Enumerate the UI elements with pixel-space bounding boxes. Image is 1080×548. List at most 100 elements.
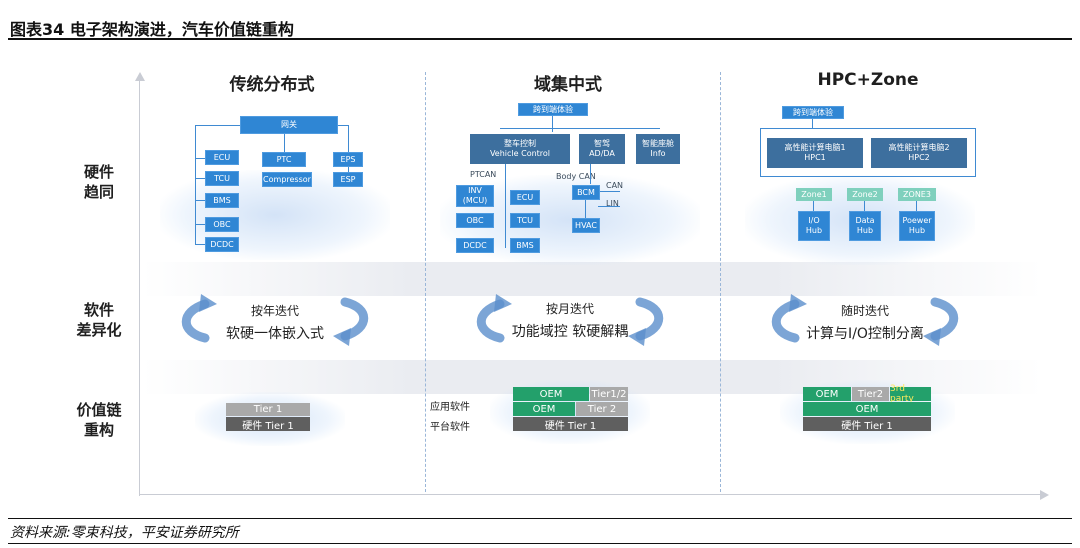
figure-title: 图表34 电子架构演进，汽车价值链重构 <box>10 20 294 39</box>
stack-label-app: 应用软件 <box>430 402 470 413</box>
lin-label: LIN <box>606 199 619 208</box>
connector <box>500 128 660 129</box>
tcu-box: TCU <box>205 171 239 186</box>
tier-domain-oem-app: OEM <box>513 387 589 401</box>
row-label-software: 软件差异化 <box>76 301 122 339</box>
connector <box>975 128 976 176</box>
tier-hpc-tier2: Tier2 <box>852 387 889 401</box>
y-axis-arrow <box>135 72 145 81</box>
column-divider-2 <box>720 72 721 492</box>
connector <box>195 224 205 225</box>
esp-box: ESP <box>333 172 363 187</box>
bodycan-label: Body CAN <box>556 172 596 181</box>
tier-domain-hardware: 硬件 Tier 1 <box>513 417 628 432</box>
connector <box>195 178 205 179</box>
connector <box>813 201 814 211</box>
source-note: 资料来源:零束科技，平安证券研究所 <box>10 525 239 541</box>
x-axis <box>139 494 1044 495</box>
hpc-top-box: 跨到端体验 <box>782 106 844 119</box>
tier-hpc-oem: OEM <box>803 387 851 401</box>
bms-box: BMS <box>510 238 540 253</box>
ptc-box: PTC <box>262 152 306 167</box>
tier-hpc-3rd-party: 3rd party <box>890 384 931 404</box>
y-axis <box>139 78 140 496</box>
can-label: CAN <box>606 181 624 190</box>
stack-label-platform: 平台软件 <box>430 422 470 433</box>
connector <box>585 199 586 219</box>
connector <box>284 134 285 152</box>
connector <box>195 125 240 126</box>
gateway-box: 网关 <box>240 116 338 134</box>
connector <box>505 164 506 248</box>
domain-top-box: 跨到端体验 <box>518 103 588 116</box>
software-mode-distributed: 软硬一体嵌入式 <box>226 326 324 342</box>
eps-box: EPS <box>333 152 363 167</box>
connector <box>195 200 205 201</box>
ecu-box: ECU <box>205 150 239 165</box>
bcm-box: BCM <box>572 185 600 200</box>
title-rule <box>8 14 1072 40</box>
band-hardware-software <box>142 262 1042 296</box>
source-rule-bottom <box>8 543 1072 544</box>
software-cadence-distributed: 按年迭代 <box>250 304 299 318</box>
connector <box>598 191 620 192</box>
obc-box: OBC <box>456 213 494 228</box>
connector <box>195 244 205 245</box>
hvac-box: HVAC <box>572 218 600 233</box>
connector <box>916 201 917 211</box>
x-axis-arrow <box>1040 490 1049 500</box>
connector <box>864 201 865 211</box>
column-title-distributed: 传统分布式 <box>229 75 315 95</box>
connector <box>812 119 813 128</box>
tier-distributed-top: Tier 1 <box>226 403 310 416</box>
ptcan-label: PTCAN <box>470 170 497 179</box>
bms-box: BMS <box>205 193 239 208</box>
column-divider-1 <box>425 72 426 492</box>
connector <box>598 206 620 207</box>
dcdc-box: DCDC <box>456 238 494 253</box>
zone1-box: Zone1 <box>796 188 832 201</box>
zone2-box: Zone2 <box>847 188 883 201</box>
zone3-box: ZONE3 <box>898 188 936 201</box>
dcdc-box: DCDC <box>205 237 239 252</box>
compressor-box: Compressor <box>262 172 312 187</box>
tier-distributed-hardware: 硬件 Tier 1 <box>226 417 310 432</box>
column-title-hpc-zone: HPC+Zone <box>817 70 919 90</box>
connector <box>195 125 196 245</box>
cycle-arrows-domain <box>476 294 664 346</box>
connector <box>338 125 348 126</box>
cycle-arrows-distributed <box>181 294 369 346</box>
connector <box>195 158 205 159</box>
connector <box>760 128 761 176</box>
connector <box>552 116 553 132</box>
connector <box>590 164 591 184</box>
row-label-hardware: 硬件趋同 <box>83 163 114 201</box>
software-mode-hpc: 计算与I/O控制分离 <box>806 326 924 342</box>
tier-domain-oem-platform: OEM <box>513 402 575 416</box>
column-title-domain: 域集中式 <box>534 75 602 95</box>
obc-box: OBC <box>205 217 239 232</box>
software-cadence-domain: 按月迭代 <box>545 302 594 316</box>
row-label-value-chain: 价值链重构 <box>76 401 122 439</box>
inv-mcu-box: INV (MCU) <box>456 185 494 207</box>
tier-domain-tier12: Tier1/2 <box>590 387 628 401</box>
cycle-arrows-hpc <box>771 294 959 346</box>
tier-domain-tier2: Tier 2 <box>576 402 628 416</box>
tier-hpc-oem-full: OEM <box>803 402 931 416</box>
source-rule-top <box>8 518 1072 519</box>
connector <box>760 128 976 129</box>
tcu-box: TCU <box>510 213 540 228</box>
ecu-box: ECU <box>510 190 540 205</box>
software-cadence-hpc: 随时迭代 <box>840 304 889 318</box>
connector <box>760 176 976 177</box>
software-mode-domain: 功能域控 软硬解耦 <box>511 324 629 340</box>
tier-hpc-hardware: 硬件 Tier 1 <box>803 417 931 432</box>
